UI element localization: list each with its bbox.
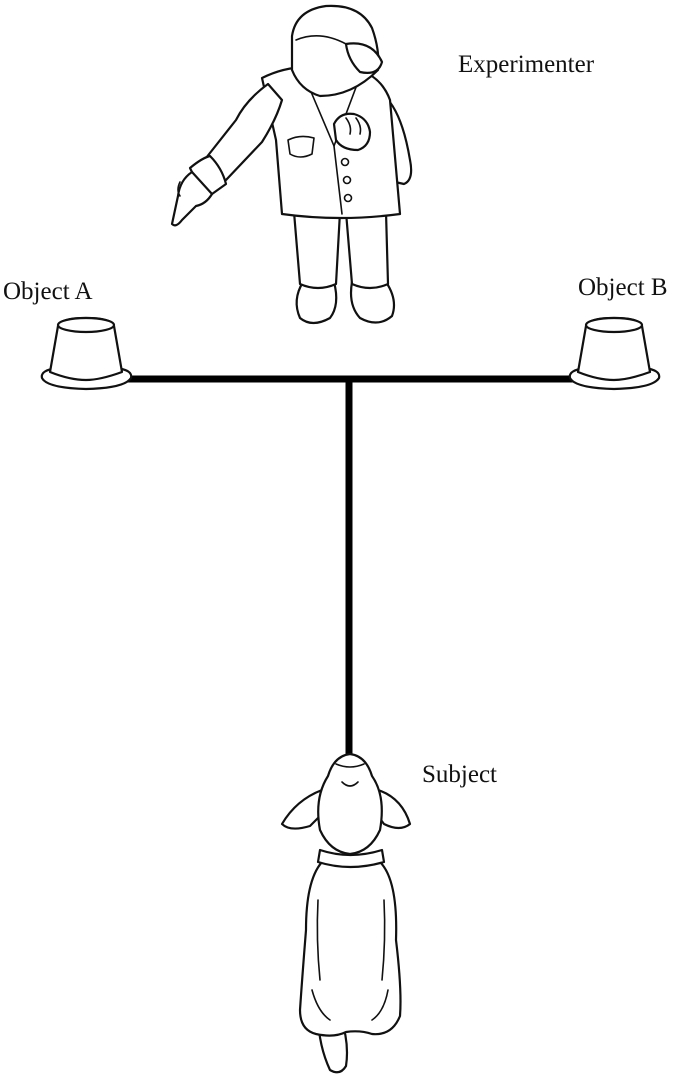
subject-dog-figure-icon <box>280 752 412 1074</box>
experimenter-figure-icon <box>170 4 413 325</box>
experimenter-label: Experimenter <box>458 51 595 78</box>
object-b-cup-icon <box>568 316 661 391</box>
object-b-label: Object B <box>578 274 668 301</box>
t-path <box>118 375 580 758</box>
object-a-cup-icon <box>40 316 133 391</box>
object-a-label: Object A <box>3 278 93 305</box>
subject-label: Subject <box>422 761 497 788</box>
